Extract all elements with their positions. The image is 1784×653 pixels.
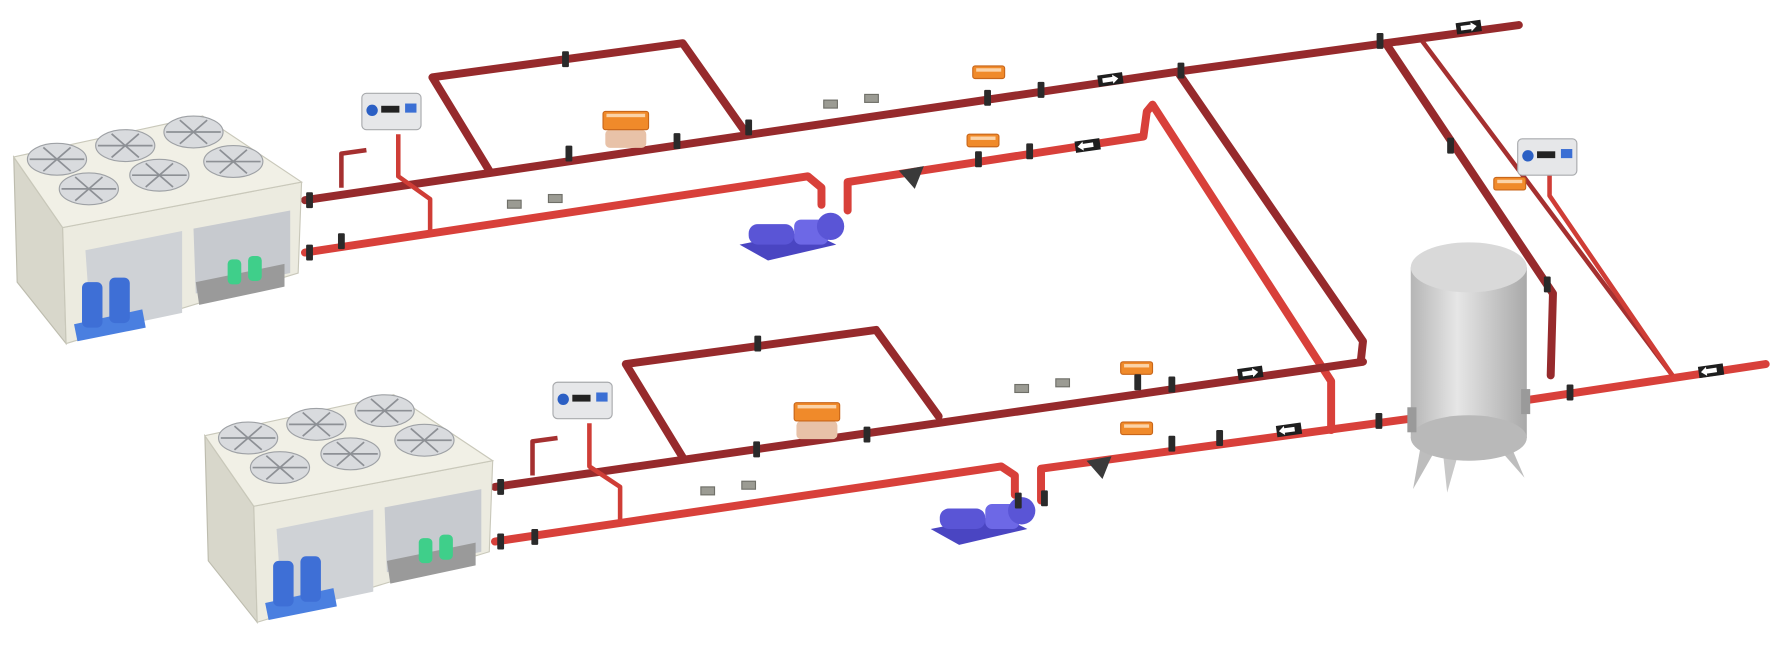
pipe-flange [1543, 276, 1551, 293]
fan-icon [95, 129, 156, 163]
pipe-flange [975, 151, 982, 168]
temperature-sensor [700, 486, 716, 496]
pipe-flange [531, 528, 539, 545]
temperature-sensor [1014, 383, 1030, 394]
top-return-main [301, 100, 1336, 435]
fan-icon [394, 423, 455, 457]
fan-icon [286, 407, 347, 441]
pipe-flange [1375, 412, 1383, 429]
pipe-flange [337, 233, 345, 250]
fan-icon [129, 158, 190, 192]
pipe-flange [1168, 435, 1176, 452]
fan-icon [354, 394, 415, 428]
pipe-flange [565, 145, 573, 162]
flow-arrow-icon [1275, 422, 1303, 438]
pipe-flange [1168, 376, 1176, 393]
actuator-icon[interactable] [972, 65, 1006, 80]
actuator-icon[interactable] [1493, 176, 1527, 191]
pipe-flange [562, 51, 569, 68]
strainer-valve[interactable] [1086, 456, 1112, 479]
actuator-icon[interactable] [1120, 421, 1154, 436]
pipe-flange [1014, 492, 1022, 509]
pipe-flange [306, 192, 313, 209]
pipe-flange [673, 133, 681, 150]
pipe-flange [754, 335, 762, 352]
pipe-flange [1376, 32, 1384, 49]
flow-arrow-icon [1455, 19, 1482, 35]
actuator-icon[interactable] [793, 402, 841, 440]
fan-icon [249, 451, 311, 485]
pipe-flange [497, 478, 505, 495]
flow-arrow-icon [1074, 138, 1101, 153]
compressor-blue [265, 556, 337, 621]
pipe-flange [1177, 62, 1185, 79]
fan-icon [58, 172, 119, 206]
flow-arrow-icon [1697, 363, 1725, 379]
temperature-sensor [1055, 378, 1071, 388]
pipe-flange [753, 441, 761, 458]
pipe-flange [863, 426, 871, 443]
pipe-flange [306, 244, 313, 261]
actuator-icon[interactable] [602, 110, 650, 148]
temperature-sensor [823, 99, 838, 109]
pipe-flange [1447, 137, 1454, 154]
temperature-sensor [864, 93, 879, 103]
pipe-flange [1037, 81, 1045, 98]
temperature-sensor [741, 480, 757, 490]
controller-icon[interactable] [1517, 138, 1578, 176]
compressor-green [195, 255, 285, 305]
pipe-flange [1026, 143, 1034, 160]
pipe-flange [1041, 490, 1048, 507]
fan-icon [203, 145, 264, 179]
chiller-unit[interactable] [12, 115, 304, 346]
chiller-unit[interactable] [203, 394, 495, 624]
pipe-flange [497, 533, 505, 550]
controller-icon[interactable] [552, 381, 613, 420]
pipe-flange [745, 119, 753, 136]
fan-icon [26, 142, 88, 176]
pump-icon[interactable] [739, 212, 845, 261]
bottom-supply-main [490, 325, 1367, 522]
tank-icon [1407, 242, 1531, 493]
pipe-flange [1134, 374, 1142, 391]
fan-icon [320, 437, 381, 471]
strainer-valve[interactable] [898, 166, 924, 189]
actuator-icon[interactable] [966, 133, 1000, 148]
controller-icon[interactable] [361, 92, 422, 131]
flow-arrow-icon [1097, 72, 1124, 87]
flow-arrow-icon [1237, 365, 1264, 381]
pipe-flange [1566, 384, 1574, 401]
compressor-green [386, 534, 476, 584]
temperature-sensor [506, 199, 522, 209]
pipe-flange [1216, 430, 1224, 446]
fan-icon [217, 421, 279, 455]
temperature-sensor [547, 193, 563, 204]
pipe-flange [984, 89, 991, 106]
fan-icon [163, 115, 224, 149]
compressor-blue [74, 277, 146, 342]
actuator-icon[interactable] [1120, 361, 1154, 375]
